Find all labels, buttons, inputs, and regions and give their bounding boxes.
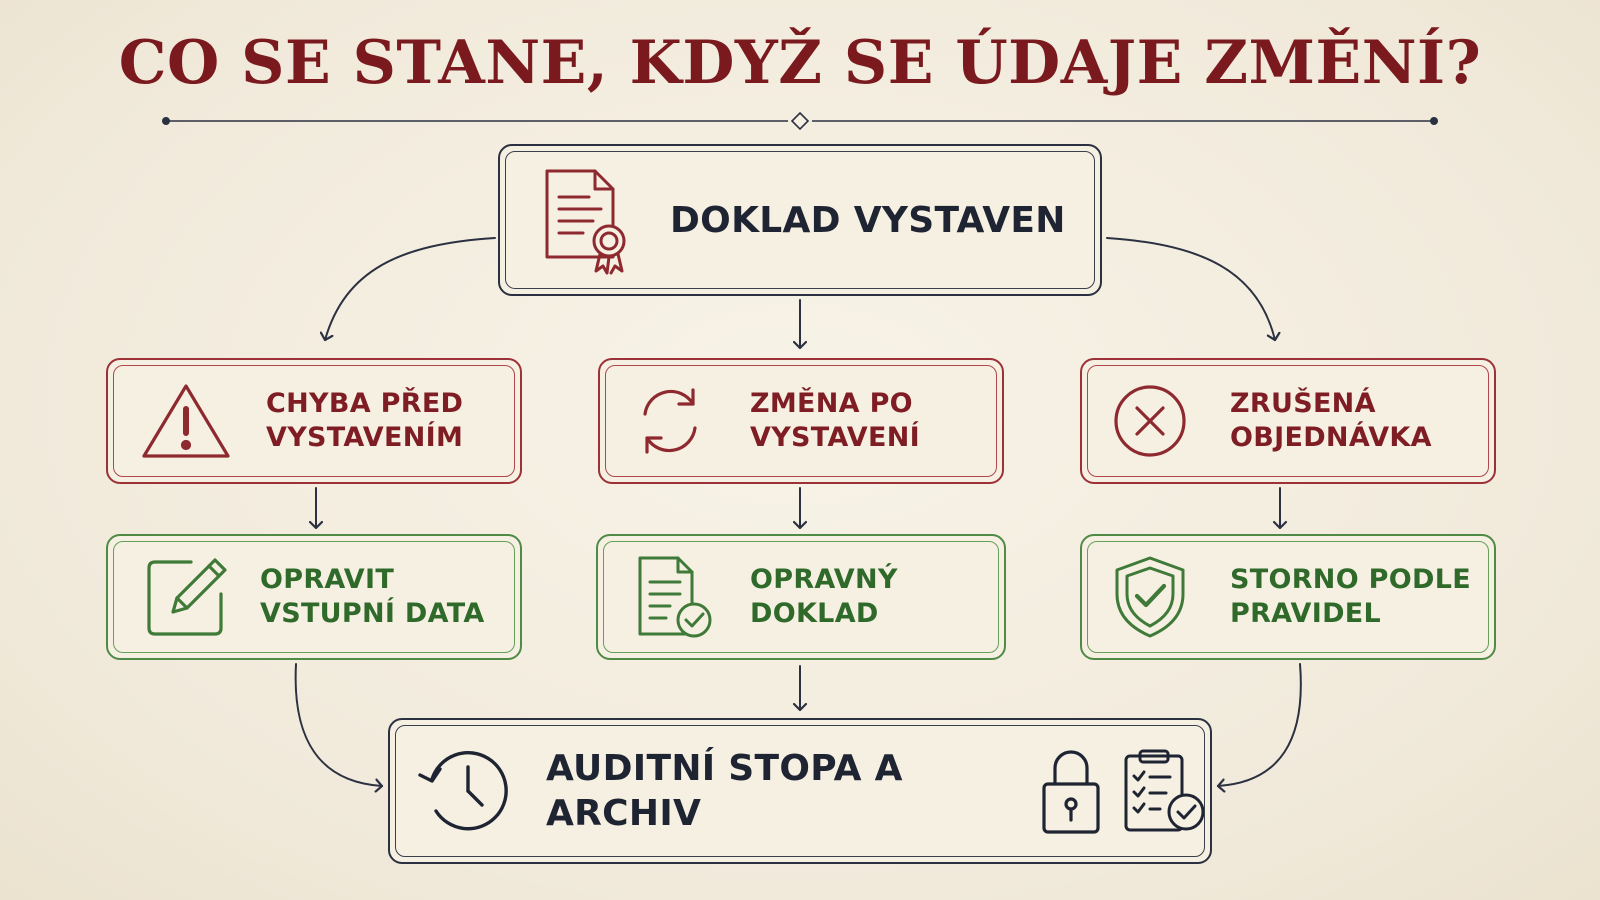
document-certificate-icon bbox=[530, 165, 640, 275]
node-zrusena-objednavka: ZRUŠENÁ OBJEDNÁVKA bbox=[1080, 358, 1496, 484]
checklist-clipboard-icon bbox=[1120, 748, 1210, 834]
node-label: DOKLAD VYSTAVEN bbox=[670, 199, 1066, 241]
node-opravny-doklad: OPRAVNÝ DOKLAD bbox=[596, 534, 1006, 660]
node-label: AUDITNÍ STOPA A ARCHIV bbox=[546, 748, 903, 834]
padlock-icon bbox=[1036, 746, 1106, 836]
node-label: STORNO PODLE PRAVIDEL bbox=[1230, 564, 1471, 629]
node-label: OPRAVIT VSTUPNÍ DATA bbox=[260, 564, 485, 629]
warning-triangle-icon bbox=[138, 381, 234, 461]
page-title: CO SE STANE, KDYŽ SE ÚDAJE ZMĚNÍ? bbox=[118, 28, 1482, 98]
node-opravit-vstupni-data: OPRAVIT VSTUPNÍ DATA bbox=[106, 534, 522, 660]
node-label: ZRUŠENÁ OBJEDNÁVKA bbox=[1230, 388, 1432, 453]
node-doklad-vystaven: DOKLAD VYSTAVEN bbox=[498, 144, 1102, 296]
arrow-right-to-bottom bbox=[1218, 663, 1302, 786]
node-auditni-stopa-a-archiv: AUDITNÍ STOPA A ARCHIV bbox=[388, 718, 1212, 864]
arrow-top-to-left bbox=[325, 237, 496, 340]
node-storno-podle-pravidel: STORNO PODLE PRAVIDEL bbox=[1080, 534, 1496, 660]
arrow-top-to-right bbox=[1106, 237, 1275, 340]
arrow-left-to-bottom bbox=[294, 663, 382, 786]
shield-check-icon bbox=[1110, 554, 1190, 640]
node-label: ZMĚNA PO VYSTAVENÍ bbox=[750, 388, 920, 453]
node-zmena-po-vystaveni: ZMĚNA PO VYSTAVENÍ bbox=[598, 358, 1004, 484]
refresh-cycle-icon bbox=[630, 382, 710, 460]
cancel-circle-icon bbox=[1110, 382, 1190, 460]
node-label: CHYBA PŘED VYSTAVENÍM bbox=[266, 388, 464, 453]
edit-pencil-icon bbox=[144, 556, 228, 638]
node-label: OPRAVNÝ DOKLAD bbox=[750, 564, 898, 629]
document-check-icon bbox=[632, 554, 716, 640]
title-divider bbox=[162, 111, 1438, 131]
history-clock-icon bbox=[412, 745, 512, 837]
node-chyba-pred-vystavenim: CHYBA PŘED VYSTAVENÍM bbox=[106, 358, 522, 484]
